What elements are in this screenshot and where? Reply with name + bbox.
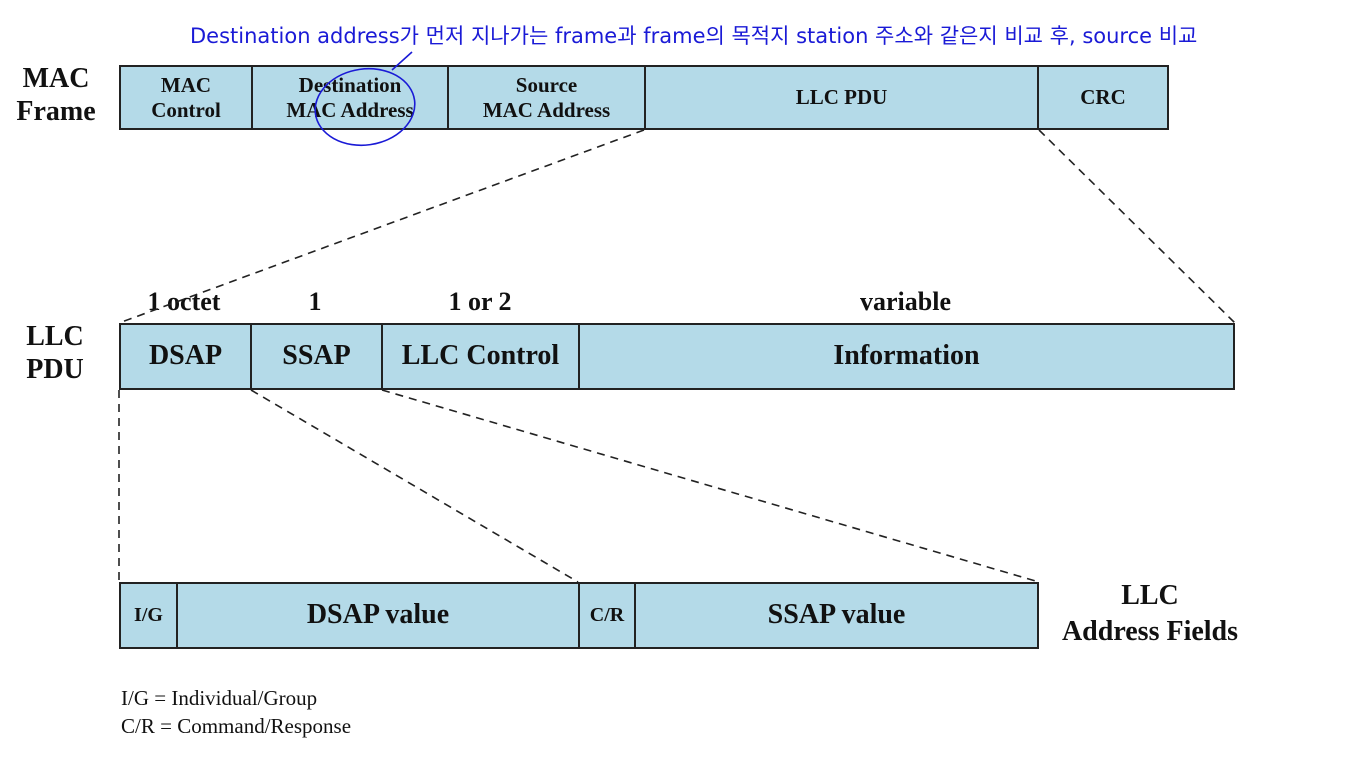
mac-frame-label-line1: MAC (22, 63, 90, 94)
destination-mac-line1: Destination (298, 73, 402, 98)
ssap-field-label: SSAP (282, 340, 351, 372)
dsap-field-label: DSAP (148, 340, 223, 372)
ssap-value-field: SSAP value (634, 582, 1039, 649)
ig-field-label: I/G (134, 604, 163, 626)
llc-control-size-label: 1 or 2 (448, 287, 512, 316)
source-mac-line2: MAC Address (482, 97, 611, 122)
mac-frame-label-line2: Frame (16, 96, 96, 128)
llc-control-field: LLC Control (381, 323, 580, 390)
ssap-size-label: 1 (308, 287, 322, 316)
llc-address-fields-label: LLC Address Fields (1040, 578, 1260, 651)
connector-ssap-left (250, 389, 579, 583)
dsap-field: DSAP (119, 323, 252, 390)
llc-pdu-label-line2: PDU (26, 354, 84, 386)
connector-ssap-right (381, 389, 1040, 583)
llc-pdu-label-line1: LLC (26, 321, 84, 352)
crc-field: CRC (1037, 65, 1169, 130)
destination-mac-line2: MAC Address (286, 97, 414, 122)
source-mac-line1: Source (515, 73, 578, 98)
legend: I/G = Individual/Group C/R = Command/Res… (121, 684, 351, 741)
cr-field: C/R (578, 582, 636, 649)
information-field-label: Information (833, 340, 980, 372)
legend-ig: I/G = Individual/Group (121, 686, 318, 710)
llc-address-fields-label-line1: LLC (1121, 580, 1179, 611)
dsap-size-label: 1 octet (147, 287, 221, 316)
information-field: Information (578, 323, 1235, 390)
dsap-value-field-label: DSAP value (306, 599, 450, 631)
ssap-value-field-label: SSAP value (767, 599, 906, 631)
mac-control-line2: Control (151, 97, 221, 122)
information-size-label: variable (860, 287, 951, 316)
annotation-note: Destination address가 먼저 지나가는 frame과 fram… (190, 24, 1198, 48)
llc-pdu-field: LLC PDU (644, 65, 1039, 130)
llc-pdu-field-label: LLC PDU (795, 85, 888, 110)
crc-field-label: CRC (1080, 85, 1126, 110)
cr-field-label: C/R (589, 604, 625, 626)
legend-cr: C/R = Command/Response (121, 714, 352, 739)
llc-address-fields-label-line2: Address Fields (1061, 616, 1239, 648)
ssap-field: SSAP (250, 323, 383, 390)
mac-frame-label: MAC Frame (4, 62, 108, 128)
dsap-value-field: DSAP value (176, 582, 580, 649)
llc-control-field-label: LLC Control (401, 340, 560, 372)
ig-field: I/G (119, 582, 178, 649)
llc-pdu-label: LLC PDU (10, 320, 100, 386)
mac-control-line1: MAC (160, 73, 212, 98)
